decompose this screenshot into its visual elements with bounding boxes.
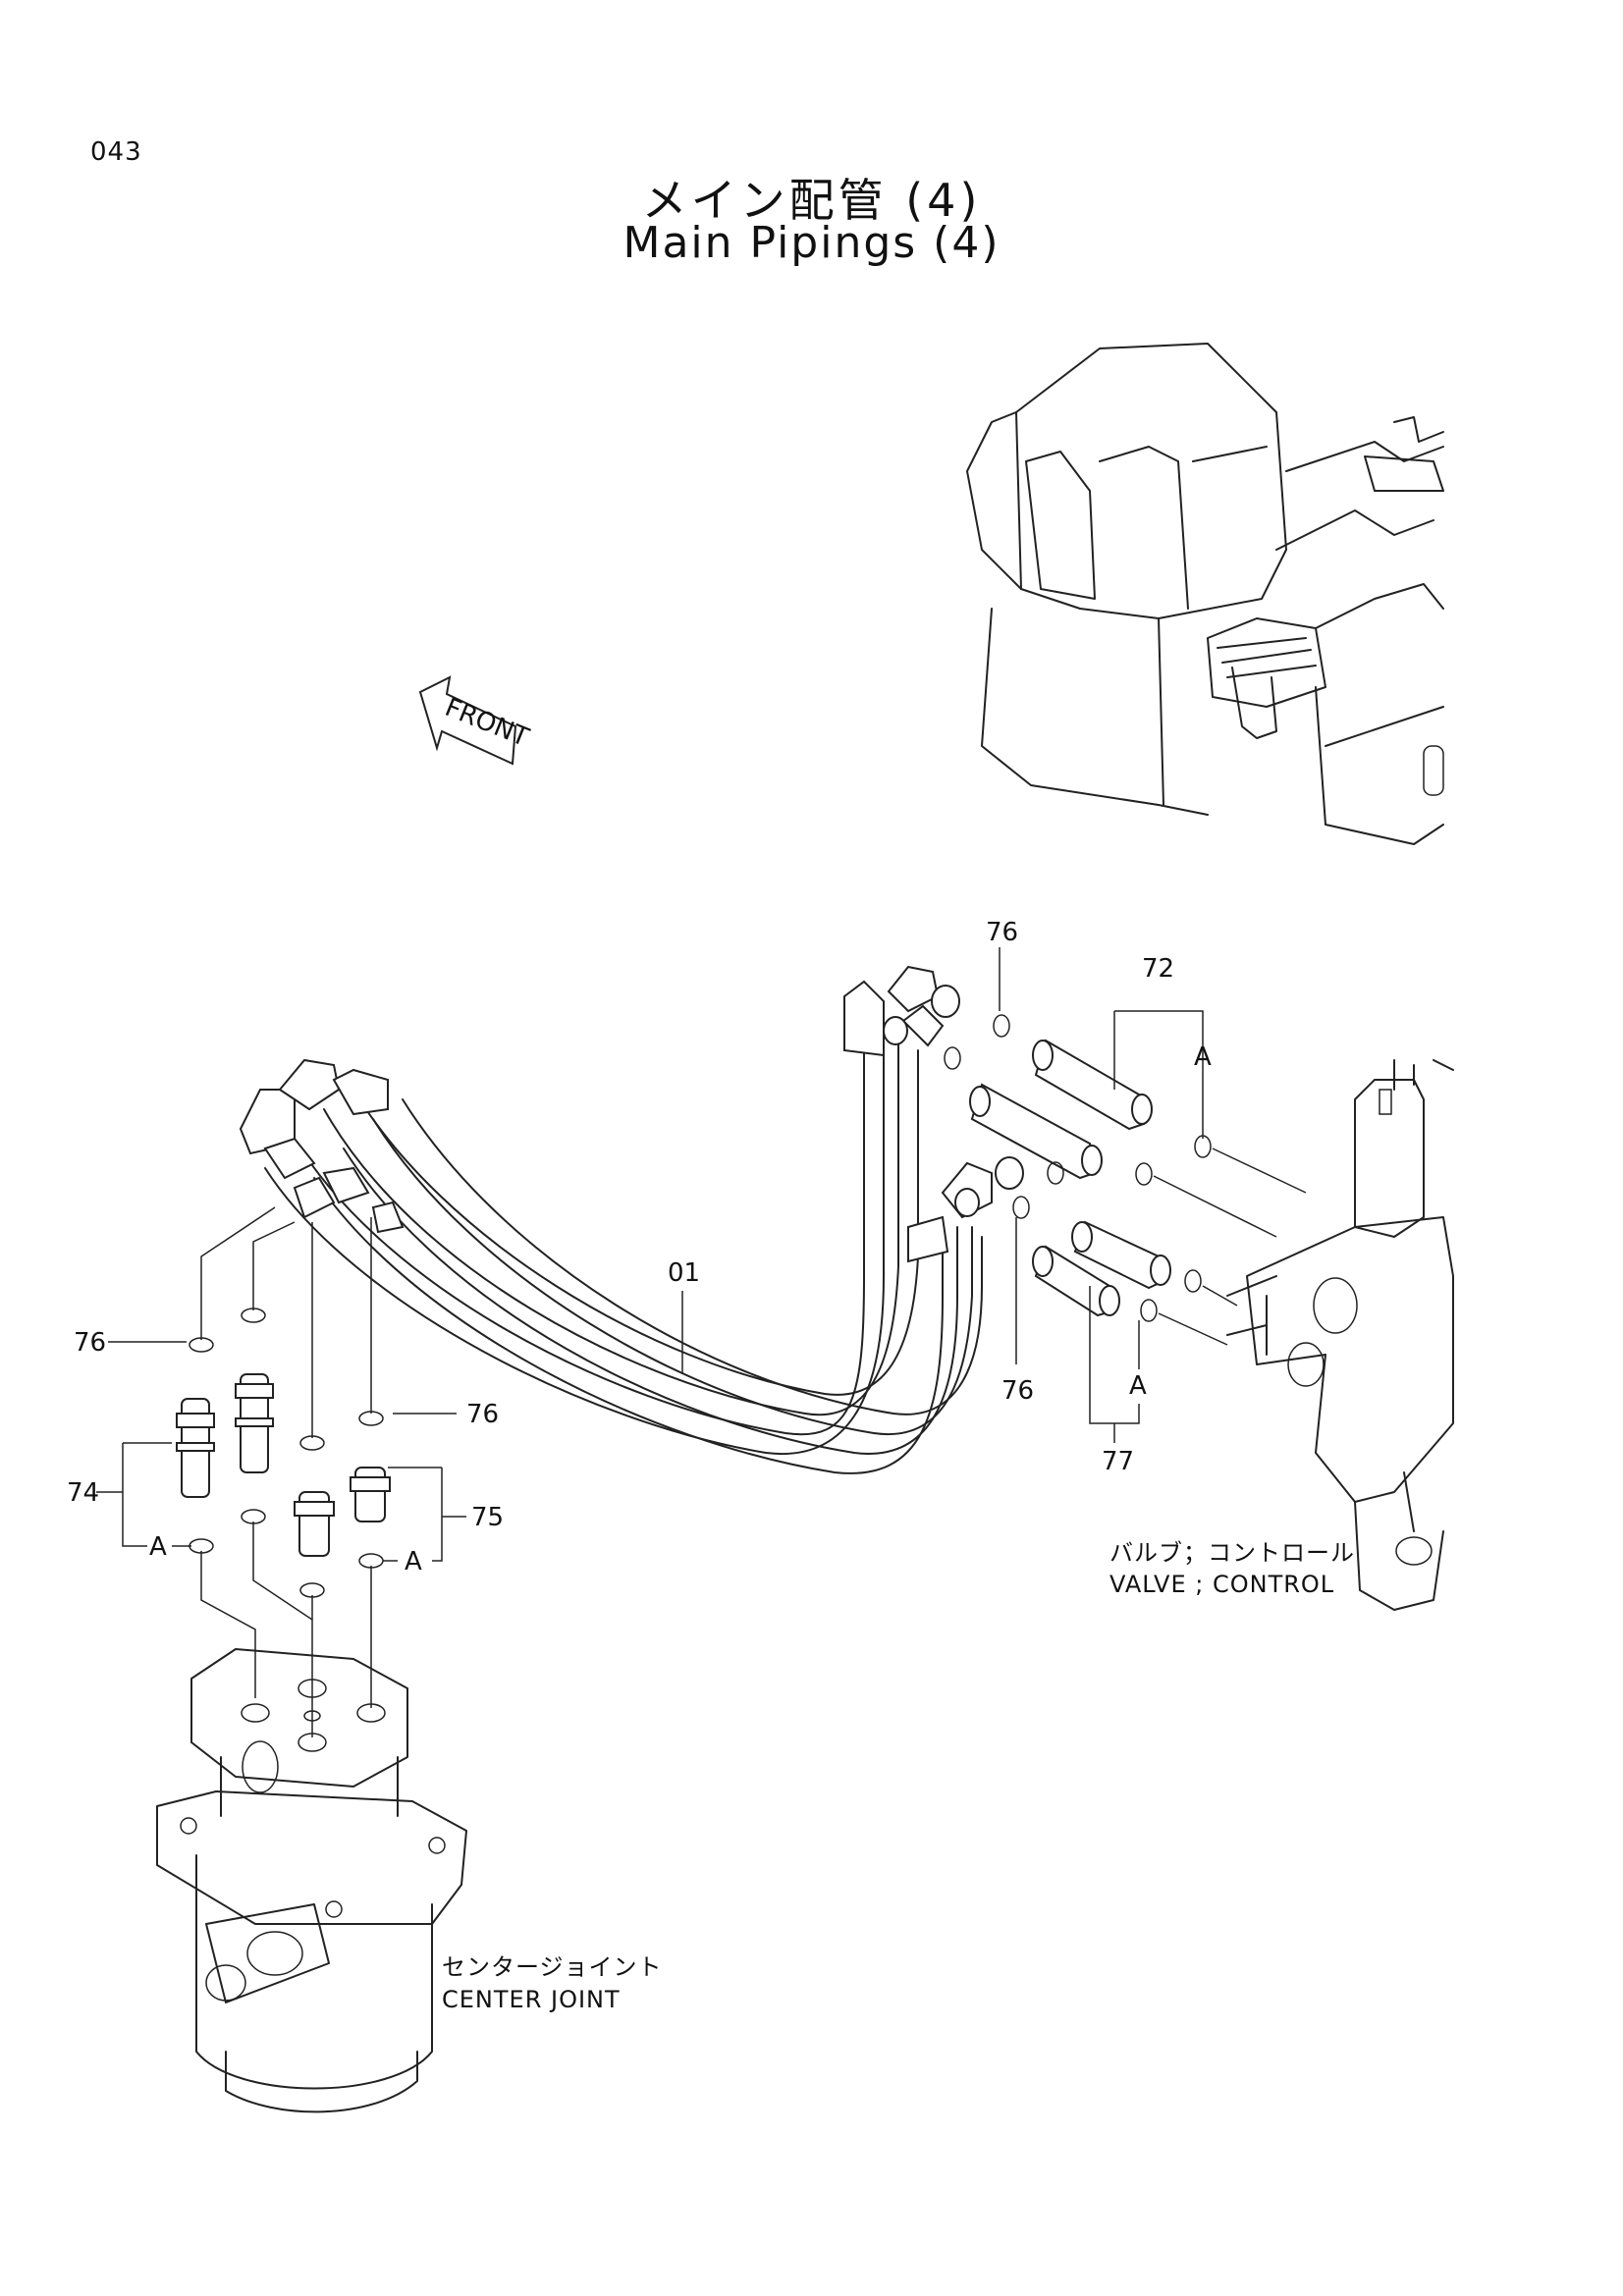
page-title-japanese: メイン配管 (4) (641, 174, 982, 227)
center-joint-caption-japanese: センタージョイント (442, 1953, 663, 1981)
o-rings-left (189, 1308, 384, 1598)
adapter-72-group (969, 1039, 1153, 1180)
adapter-77-group (1032, 1220, 1171, 1317)
center-joint-caption-english: CENTER JOINT (442, 1986, 621, 2013)
callout-77: 77 (1102, 1447, 1134, 1476)
adapter-74-group (176, 1373, 274, 1498)
callout-a-mid: A (405, 1547, 422, 1576)
front-direction-arrow: FRONT (418, 675, 533, 766)
callout-76-left: 76 (74, 1328, 106, 1358)
excavator-illustration (966, 343, 1444, 845)
valve-connection-lines (1153, 1148, 1307, 1346)
page-number: 043 (90, 137, 142, 167)
valve-caption-japanese: バルブ；コントロール (1109, 1539, 1355, 1567)
callout-a-right-top: A (1194, 1042, 1212, 1072)
hose-fittings-right (843, 965, 1024, 1263)
adapter-75-group (294, 1467, 391, 1557)
callout-a-right-bottom: A (1129, 1371, 1147, 1401)
o-rings-right (944, 1014, 1212, 1322)
callout-01: 01 (668, 1258, 700, 1288)
callout-72: 72 (1142, 954, 1174, 984)
callout-74: 74 (67, 1478, 99, 1508)
center-joint-illustration (156, 1648, 467, 2113)
page-title-english: Main Pipings (4) (622, 218, 1001, 268)
callout-leaders (96, 947, 1204, 1562)
callout-a-left: A (149, 1532, 167, 1562)
hose-assembly-01 (264, 1040, 983, 1474)
callout-76-right: 76 (1001, 1376, 1034, 1406)
control-valve-illustration (1226, 1059, 1454, 1611)
valve-caption-english: VALVE ; CONTROL (1109, 1571, 1334, 1598)
callout-75: 75 (471, 1503, 504, 1532)
center-joint-connection-lines (200, 1206, 372, 1737)
hose-fittings-left (239, 1058, 405, 1234)
callout-76-top: 76 (986, 918, 1018, 947)
callout-76-mid: 76 (466, 1400, 499, 1429)
